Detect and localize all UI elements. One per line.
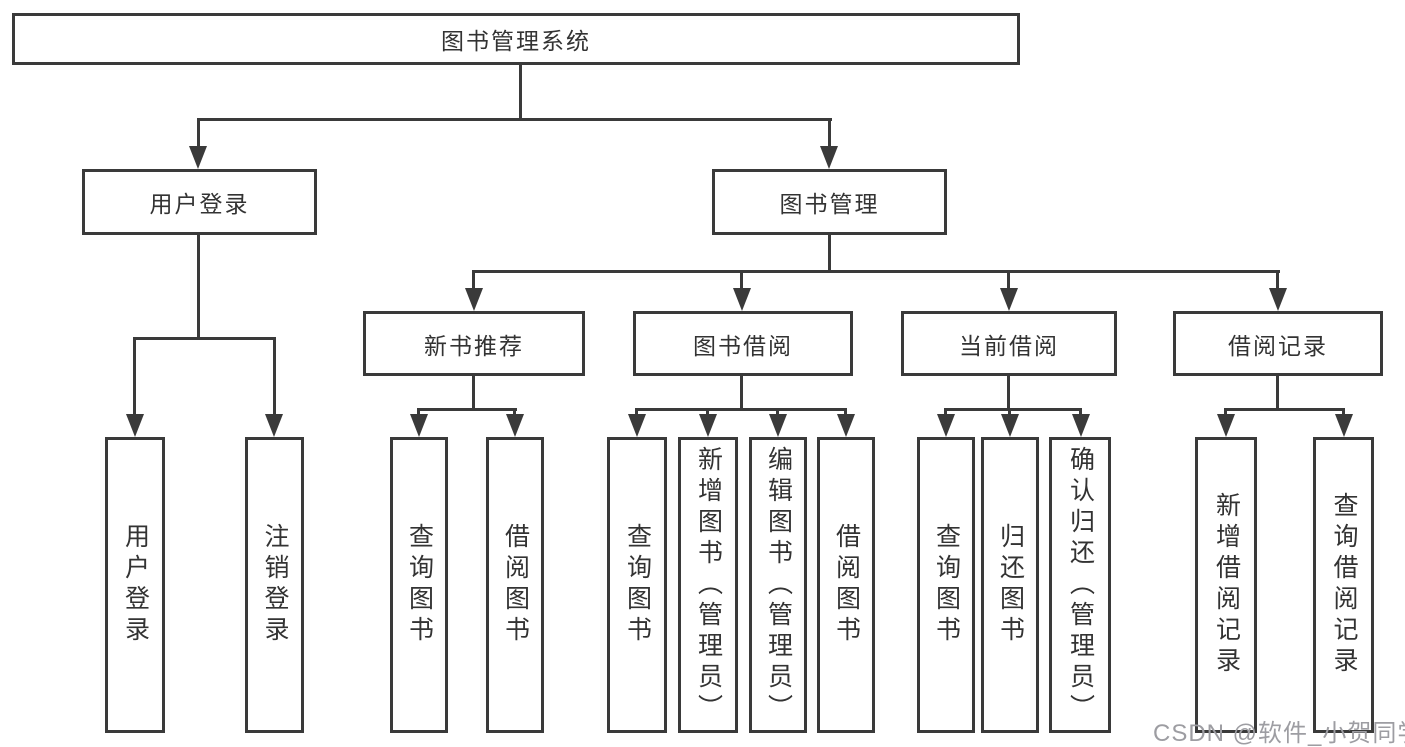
connector-line (1276, 270, 1279, 290)
node-book-borrowing: 图书借阅 (633, 311, 853, 376)
connector-line (513, 408, 516, 417)
arrow-down-icon (769, 414, 787, 437)
arrow-down-icon (733, 288, 751, 311)
connector-line (417, 408, 420, 417)
arrow-down-icon (820, 146, 838, 169)
leaf-confirm-return-admin: 确认归还（管理员） (1049, 437, 1111, 733)
leaf-add-borrow-record: 新增借阅记录 (1195, 437, 1257, 733)
connector-line (1276, 376, 1279, 411)
arrow-down-icon (1269, 288, 1287, 311)
connector-line (776, 408, 779, 417)
leaf-user-login: 用户登录 (105, 437, 165, 733)
connector-line (472, 270, 475, 290)
connector-line (706, 408, 709, 417)
arrow-down-icon (1217, 414, 1235, 437)
leaf-query-books-2: 查询图书 (607, 437, 667, 733)
arrow-down-icon (1335, 414, 1353, 437)
csdn-watermark: CSDN @软件_小贺同学 (1153, 720, 1405, 747)
connector-line (197, 118, 200, 148)
connector-line (635, 408, 638, 417)
arrow-down-icon (1000, 288, 1018, 311)
connector-line (1079, 408, 1082, 417)
leaf-return-books: 归还图书 (981, 437, 1039, 733)
arrow-down-icon (937, 414, 955, 437)
node-book-management-module: 图书管理 (712, 169, 947, 235)
connector-line (740, 270, 743, 290)
node-root: 图书管理系统 (12, 13, 1020, 65)
connector-line (635, 408, 847, 411)
arrow-down-icon (265, 414, 283, 437)
arrow-down-icon (506, 414, 524, 437)
leaf-edit-book-admin: 编辑图书（管理员） (749, 437, 807, 733)
connector-line (944, 408, 1082, 411)
arrow-down-icon (189, 146, 207, 169)
connector-line (828, 234, 831, 273)
leaf-add-book-admin: 新增图书（管理员） (678, 437, 738, 733)
connector-line (417, 408, 517, 411)
connector-line (828, 118, 831, 148)
leaf-borrow-books-2: 借阅图书 (817, 437, 875, 733)
arrow-down-icon (699, 414, 717, 437)
connector-line (944, 408, 947, 417)
connector-line (1224, 408, 1344, 411)
connector-line (1342, 408, 1345, 417)
connector-line (1007, 376, 1010, 411)
arrow-down-icon (1001, 414, 1019, 437)
connector-line (1008, 408, 1011, 417)
connector-line (133, 337, 136, 416)
arrow-down-icon (628, 414, 646, 437)
node-current-borrowing: 当前借阅 (901, 311, 1117, 376)
connector-line (197, 118, 832, 121)
node-user-login-module: 用户登录 (82, 169, 317, 235)
leaf-query-books-3: 查询图书 (917, 437, 975, 733)
arrow-down-icon (126, 414, 144, 437)
connector-line (133, 337, 276, 340)
connector-line (519, 64, 522, 121)
leaf-logout: 注销登录 (245, 437, 304, 733)
node-new-book-recommend: 新书推荐 (363, 311, 585, 376)
leaf-borrow-books-1: 借阅图书 (486, 437, 544, 733)
arrow-down-icon (465, 288, 483, 311)
connector-line (472, 270, 1280, 273)
arrow-down-icon (837, 414, 855, 437)
connector-line (844, 408, 847, 417)
connector-line (197, 234, 200, 340)
connector-line (1007, 270, 1010, 290)
node-borrowing-records: 借阅记录 (1173, 311, 1383, 376)
connector-line (740, 376, 743, 411)
connector-line (273, 337, 276, 416)
connector-line (472, 376, 475, 411)
leaf-query-books-1: 查询图书 (390, 437, 448, 733)
leaf-query-borrow-record: 查询借阅记录 (1313, 437, 1374, 733)
arrow-down-icon (1072, 414, 1090, 437)
arrow-down-icon (410, 414, 428, 437)
connector-line (1224, 408, 1227, 417)
